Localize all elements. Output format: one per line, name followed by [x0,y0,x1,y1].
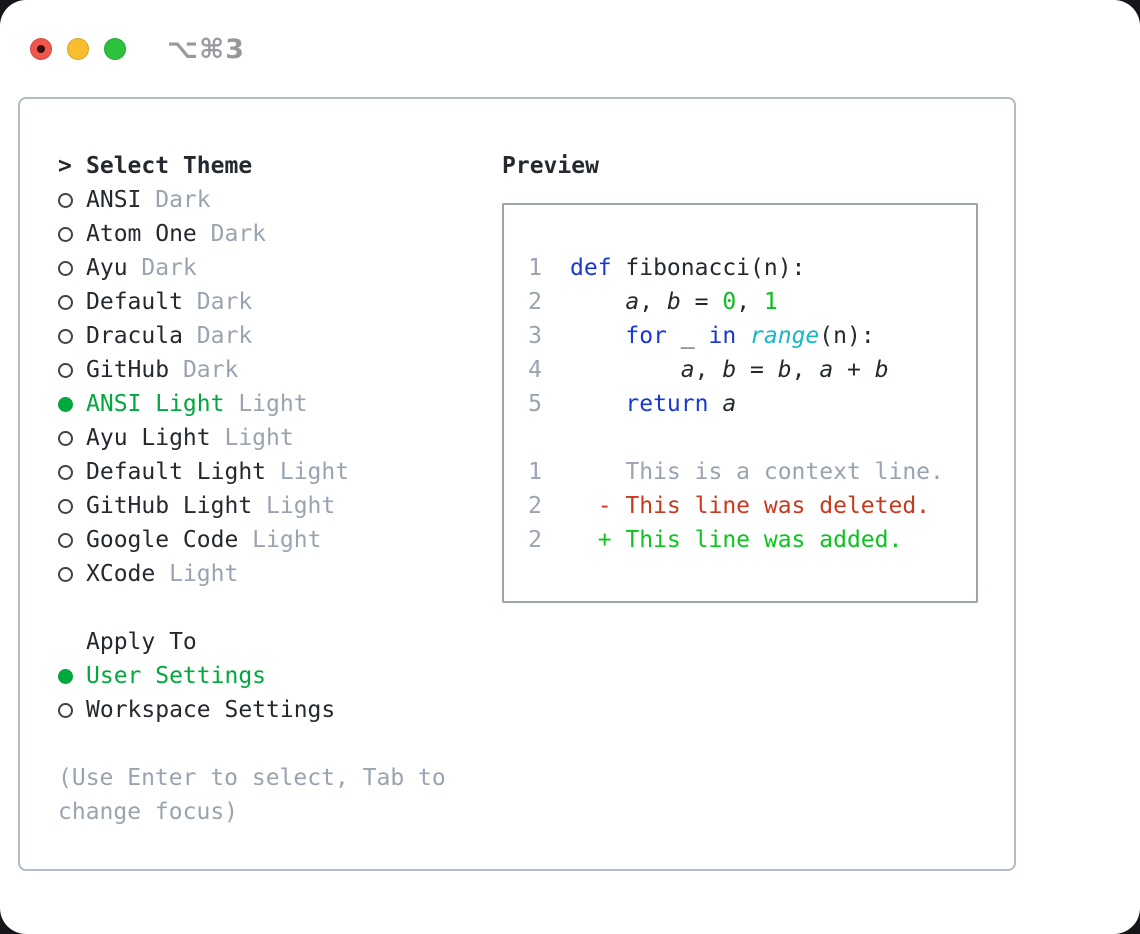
radio-unselected-icon [58,261,73,276]
apply-to-option[interactable]: Workspace Settings [58,693,470,727]
theme-option[interactable]: ANSI Light Light [58,387,470,421]
radio-unselected-icon [58,329,73,344]
apply-to-label: Workspace Settings [86,697,336,723]
theme-variant: Light [266,459,350,485]
focus-caret: > [58,153,72,179]
preview-line-code: 2 a, b = 0, 1 [526,285,976,319]
line-number: 5 [528,391,542,417]
theme-option[interactable]: Default Dark [58,285,470,319]
theme-name: Atom One [86,221,197,247]
titlebar: ⌥⌘3 [0,0,1140,72]
theme-variant: Dark [182,323,253,349]
preview-line-code: 5 return a [526,387,976,421]
theme-option[interactable]: Default Light Light [58,455,470,489]
theme-name: GitHub [86,357,170,383]
line-number: 1 [528,459,542,485]
theme-variant: Dark [196,221,267,247]
radio-unselected-icon [58,227,73,242]
theme-option[interactable]: XCode Light [58,557,470,591]
apply-to-label: User Settings [86,663,267,689]
radio-unselected-icon [58,533,73,548]
theme-variant: Dark [127,255,197,281]
theme-option[interactable]: GitHub Dark [58,353,470,387]
keyboard-shortcut-label: ⌥⌘3 [167,33,245,65]
theme-name: Dracula [86,323,183,349]
preview-line-deleted: 2 - This line was deleted. [526,489,976,523]
theme-option[interactable]: Ayu Dark [58,251,470,285]
radio-unselected-icon [58,499,73,514]
radio-unselected-icon [58,431,73,446]
theme-variant: Light [224,391,308,417]
line-number: 3 [528,323,542,349]
preview-line-context: 1 This is a context line. [526,455,976,489]
line-number: 1 [528,255,542,281]
apply-to-option[interactable]: User Settings [58,659,470,693]
preview-line-code: 4 a, b = b, a + b [526,353,976,387]
preview-line-code: 3 for _ in range(n): [526,319,976,353]
theme-name: GitHub Light [86,493,253,519]
radio-unselected-icon [58,703,73,718]
theme-name: Ayu Light [86,425,211,451]
theme-variant: Light [210,425,294,451]
radio-unselected-icon [58,295,73,310]
radio-unselected-icon [58,567,73,582]
theme-name: Default Light [86,459,267,485]
theme-option[interactable]: Dracula Dark [58,319,470,353]
radio-selected-icon [58,397,73,412]
theme-option[interactable]: Google Code Light [58,523,470,557]
maximize-button[interactable] [104,38,126,60]
preview-title: Preview [502,153,599,179]
theme-name: ANSI Light [86,391,225,417]
radio-unselected-icon [58,465,73,480]
theme-variant: Dark [182,289,253,315]
line-number: 4 [528,357,542,383]
theme-variant: Light [252,493,336,519]
theme-option[interactable]: GitHub Light Light [58,489,470,523]
theme-name: Default [86,289,183,315]
preview-line-added: 2 + This line was added. [526,523,976,557]
theme-variant: Dark [141,187,211,213]
theme-name: Ayu [86,255,128,281]
theme-option[interactable]: Ayu Light Light [58,421,470,455]
close-button[interactable] [30,38,52,60]
line-number: 2 [528,527,542,553]
theme-name: XCode [86,561,156,587]
theme-name: ANSI [86,187,142,213]
theme-variant: Dark [169,357,239,383]
radio-unselected-icon [58,363,73,378]
minimize-button[interactable] [67,38,89,60]
red-dot-icon [37,45,45,53]
preview-line-blank [526,421,976,455]
theme-option[interactable]: ANSI Dark [58,183,470,217]
theme-variant: Light [238,527,322,553]
help-text: (Use Enter to select, Tab to change focu… [58,765,446,825]
line-number: 2 [528,493,542,519]
select-theme-title: > Select Theme [58,149,470,183]
select-theme-title-text: Select Theme [86,153,253,179]
theme-option[interactable]: Atom One Dark [58,217,470,251]
theme-name: Google Code [86,527,239,553]
theme-variant: Light [155,561,239,587]
radio-selected-icon [58,669,73,684]
apply-to-title: Apply To [86,629,197,655]
line-number: 2 [528,289,542,315]
radio-unselected-icon [58,193,73,208]
